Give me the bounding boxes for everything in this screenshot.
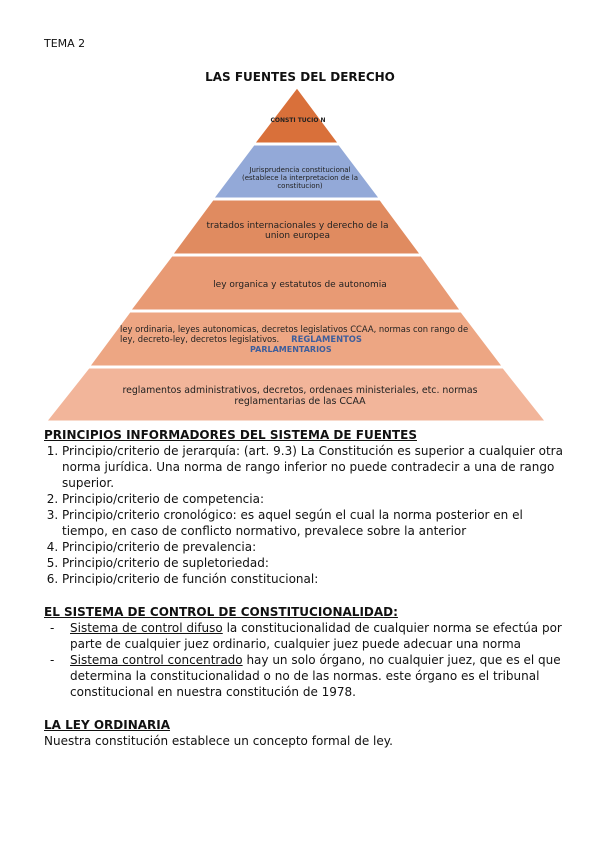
pyramid-text-ley-ordinaria: ley ordinaria, leyes autonomicas, decret… (120, 324, 470, 344)
ley-ordinaria-text: ley ordinaria, leyes autonomicas, decret… (120, 324, 469, 344)
pyramid-text-reglamentos: reglamentos administrativos, decretos, o… (122, 385, 478, 407)
ley-text: Nuestra constitución establece un concep… (44, 734, 393, 748)
label-reglamentos: REGLAMENTOS (291, 333, 362, 344)
document-body: PRINCIPIOS INFORMADORES DEL SISTEMA DE F… (44, 427, 564, 749)
pyramid-text-jurisprudencia: Jurisprudencia constitucional (establece… (241, 166, 359, 191)
principios-list: Principio/criterio de jerarquía: (art. 9… (44, 443, 564, 587)
control-desc: la constitucionalidad de cualquier norma… (70, 621, 562, 651)
pyramid-level-tratados (172, 199, 421, 255)
principio-item: Principio/criterio de función constituci… (62, 571, 564, 587)
control-item-concentrado: Sistema control concentrado hay un solo … (50, 652, 564, 700)
principio-item: Principio/criterio de supletoriedad: (62, 555, 564, 571)
principio-item: Principio/criterio de prevalencia: (62, 539, 564, 555)
page-header-tema: TEMA 2 (44, 37, 86, 50)
principio-item: Principio/criterio cronológico: es aquel… (62, 507, 564, 539)
pyramid-level-ley-organica (129, 255, 461, 311)
control-heading: EL SISTEMA DE CONTROL DE CONSTITUCIONALI… (44, 605, 398, 619)
control-desc: hay un solo órgano, no cualquier juez, q… (70, 653, 561, 699)
control-term: Sistema control concentrado (70, 653, 243, 667)
principios-heading: PRINCIPIOS INFORMADORES DEL SISTEMA DE F… (44, 428, 417, 442)
pyramid-level-reglamentos (45, 367, 547, 422)
control-item-difuso: Sistema de control difuso la constitucio… (50, 620, 564, 652)
pyramid-text-ley-organica: ley organica y estatutos de autonomia (213, 280, 387, 290)
principio-item: Principio/criterio de jerarquía: (art. 9… (62, 443, 564, 491)
control-term: Sistema de control difuso (70, 621, 223, 635)
pyramid-level-constitucion (253, 87, 339, 144)
control-list: Sistema de control difuso la constitucio… (44, 620, 564, 700)
pyramid-level-ley-ordinaria (89, 311, 504, 367)
principio-item: Principio/criterio de competencia: (62, 491, 564, 507)
pyramid-text-constitucion: CONSTI TUCIO N (270, 117, 326, 124)
pyramid-diagram (45, 87, 547, 422)
pyramid-text-tratados: tratados internacionales y derecho de la… (206, 221, 389, 242)
ley-heading: LA LEY ORDINARIA (44, 718, 171, 732)
pyramid-level-jurisprudencia (212, 144, 381, 199)
label-parlamentarios: PARLAMENTARIOS (250, 345, 332, 354)
pyramid-title: LAS FUENTES DEL DERECHO (205, 70, 395, 84)
